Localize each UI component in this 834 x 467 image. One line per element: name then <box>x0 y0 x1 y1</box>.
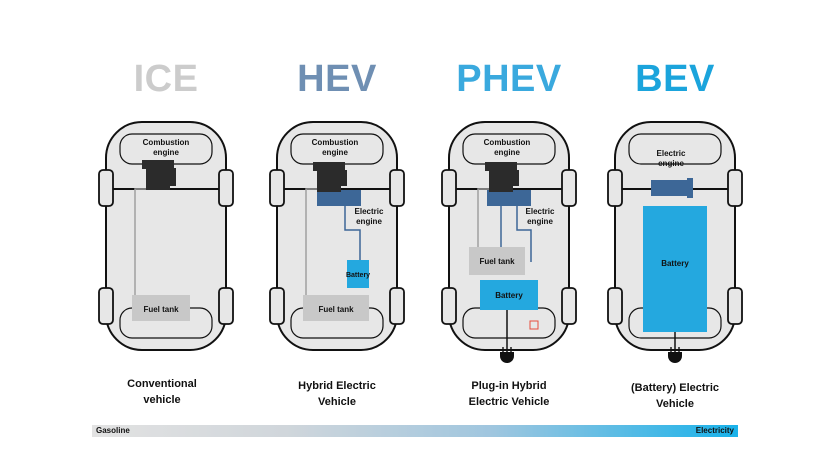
ice-car-diagram: Fuel tank Combustion engine <box>96 112 236 367</box>
electric-engine-label-1: Electric <box>526 207 555 216</box>
combustion-engine-label-1: Combustion <box>312 138 359 147</box>
wheel-front-right <box>218 169 234 207</box>
hev-car-diagram: Fuel tank Battery Combustion engine Elec… <box>267 112 407 367</box>
combustion-engine-side <box>170 168 176 186</box>
battery <box>347 260 369 288</box>
wheel-rear-left <box>269 287 285 325</box>
plug-icon <box>500 352 514 363</box>
fuel-line <box>477 188 489 250</box>
plug-icon <box>668 352 682 363</box>
phev-caption-line-1: Plug-in Hybrid <box>471 380 547 392</box>
wheel-rear-left <box>441 287 457 325</box>
phev-caption-line-2: Electric Vehicle <box>468 396 550 408</box>
combustion-engine-label-2: engine <box>322 148 348 157</box>
battery <box>643 206 707 332</box>
fuel-tank-label: Fuel tank <box>479 257 515 266</box>
wheel-front-right <box>561 169 577 207</box>
combustion-engine-top <box>485 162 517 171</box>
electric-motor <box>487 190 531 206</box>
hev-caption-line-2: Vehicle <box>318 396 356 408</box>
electric-engine-label-2: engine <box>527 217 553 226</box>
combustion-engine-top <box>142 160 174 169</box>
wheel-rear-left <box>607 287 623 325</box>
combustion-engine-label-1: Combustion <box>484 138 531 147</box>
hev-caption-line-1: Hybrid Electric <box>298 380 376 392</box>
ice-heading: ICE <box>133 58 199 100</box>
motor-wire-2 <box>516 204 532 262</box>
fuel-tank <box>132 295 190 321</box>
phev-caption: Plug-in Hybrid Electric Vehicle <box>439 378 579 410</box>
ice-caption: Conventional vehicle <box>92 376 232 408</box>
wheel-front-left <box>98 169 114 207</box>
electric-motor <box>317 190 361 206</box>
charging-port <box>529 320 539 330</box>
electric-engine-label-1: Electric <box>355 207 384 216</box>
combustion-engine-label-2: engine <box>494 148 520 157</box>
wheel-front-right <box>389 169 405 207</box>
wheel-front-left <box>607 169 623 207</box>
fuel-tank-label: Fuel tank <box>318 305 354 314</box>
hev-caption: Hybrid Electric Vehicle <box>267 378 407 410</box>
battery-label: Battery <box>495 291 523 300</box>
ice-caption-line-1: Conventional <box>127 378 197 390</box>
fuel-line <box>305 188 317 298</box>
ice-caption-line-2: vehicle <box>143 394 181 406</box>
combustion-engine-side <box>341 170 347 186</box>
phev-car-diagram: Fuel tank Battery Combustion engine Elec… <box>439 112 579 379</box>
fuel-tank-label: Fuel tank <box>143 305 179 314</box>
bev-heading: BEV <box>635 58 715 100</box>
bev-caption-line-2: Vehicle <box>656 398 694 410</box>
wheel-rear-left <box>98 287 114 325</box>
electric-engine-label-1: Electric <box>657 149 686 158</box>
bev-caption: (Battery) Electric Vehicle <box>605 380 745 412</box>
fuel-tank <box>303 295 369 321</box>
windshield <box>628 133 722 165</box>
electric-motor <box>651 180 687 196</box>
bev-caption-line-1: (Battery) Electric <box>630 382 720 394</box>
wheel-front-left <box>441 169 457 207</box>
phev-heading: PHEV <box>456 58 562 100</box>
car-body <box>105 121 227 351</box>
wheel-rear-right <box>561 287 577 325</box>
fuel-line <box>134 188 146 298</box>
wheel-front-right <box>727 169 743 207</box>
electric-motor-cap <box>687 178 693 198</box>
wheel-rear-right <box>218 287 234 325</box>
gasoline-label: Gasoline <box>96 426 130 435</box>
combustion-engine-side <box>513 170 519 186</box>
wheel-front-left <box>269 169 285 207</box>
hev-heading: HEV <box>297 58 377 100</box>
bev-car-diagram: Battery Electric engine <box>605 112 745 379</box>
battery-label: Battery <box>661 259 689 268</box>
battery-label: Battery <box>346 272 370 279</box>
electric-engine-label-2: engine <box>658 159 684 168</box>
electric-engine-label-2: engine <box>356 217 382 226</box>
combustion-engine-label-1: Combustion <box>143 138 190 147</box>
wheel-rear-right <box>389 287 405 325</box>
electricity-label: Electricity <box>695 426 734 435</box>
fuel-tank <box>469 247 525 275</box>
car-body <box>448 121 570 351</box>
combustion-engine-top <box>313 162 345 171</box>
electric-wire <box>344 204 361 264</box>
car-body <box>276 121 398 351</box>
wheel-rear-right <box>727 287 743 325</box>
energy-gradient-bar: Gasoline Electricity <box>92 425 738 437</box>
battery <box>480 280 538 310</box>
combustion-engine-label-2: engine <box>153 148 179 157</box>
